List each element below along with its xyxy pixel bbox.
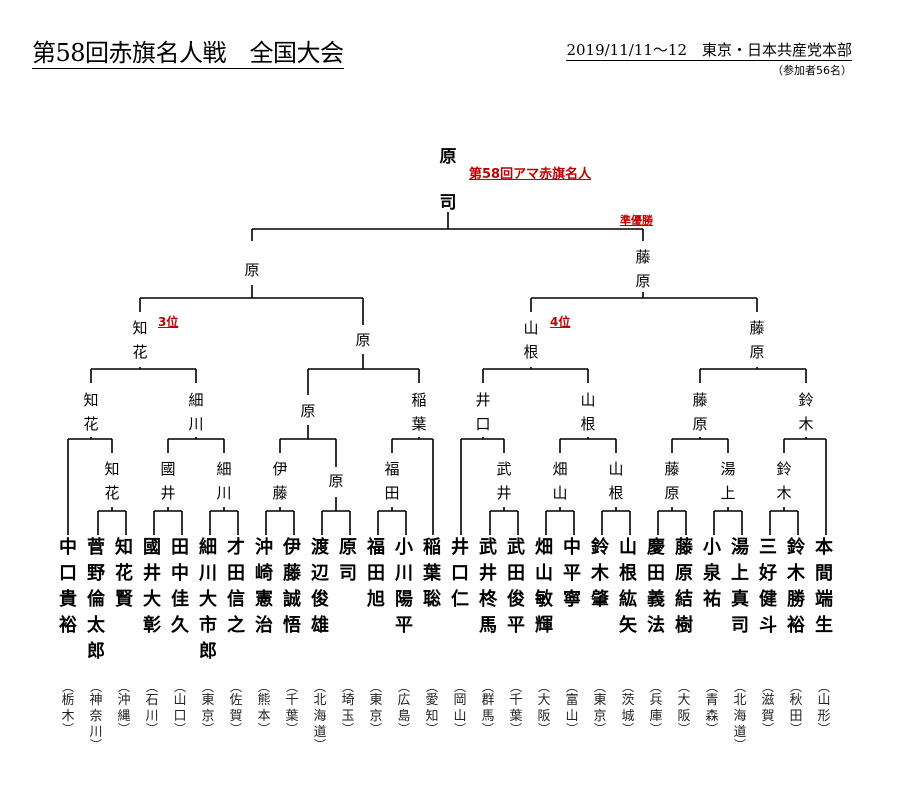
player-name: 稲葉聡 <box>423 537 441 610</box>
player-prefecture: 茨城 <box>615 683 641 735</box>
player-name: 伊藤誠悟 <box>283 537 301 636</box>
player-prefecture: 大阪 <box>671 683 697 735</box>
winner-round-of-32: 國井 <box>160 460 176 502</box>
date-venue: 2019/11/11～12 東京・日本共産党本部 <box>566 41 852 61</box>
winner-quarterfinal: 藤原 <box>749 319 765 361</box>
player-prefecture: 青森 <box>699 683 725 735</box>
player-name: 沖崎憲治 <box>255 537 273 636</box>
winner-quarterfinal: 山根 <box>523 319 539 361</box>
player-prefecture: 東京 <box>363 683 389 735</box>
winner-semifinal: 藤原 <box>635 248 651 290</box>
player-prefecture: 山形 <box>811 683 837 735</box>
player-name: 田中佳久 <box>171 537 189 636</box>
player-prefecture: 千葉 <box>503 683 529 735</box>
player-name: 小泉祐 <box>703 537 721 610</box>
player-prefecture: 秋田 <box>783 683 809 735</box>
player-name: 慶田義法 <box>647 537 665 636</box>
player-prefecture: 兵庫 <box>643 683 669 735</box>
winner-round-of-16: 山根 <box>580 391 596 433</box>
participant-count: （参加者56名） <box>772 64 852 77</box>
player-name: 本間端生 <box>815 537 833 636</box>
player-name: 原司 <box>339 537 357 584</box>
player-name: 渡辺俊雄 <box>311 537 329 636</box>
player-name: 武田俊平 <box>507 537 525 636</box>
winner-round-of-32: 武井 <box>496 460 512 502</box>
player-prefecture: 東京 <box>195 683 221 735</box>
player-name: 畑山敏輝 <box>535 537 553 636</box>
winner-quarterfinal: 原 <box>355 331 371 349</box>
winner-round-of-32: 原 <box>328 472 344 490</box>
player-prefecture: 千葉 <box>279 683 305 735</box>
winner-quarterfinal: 知花 <box>132 319 148 361</box>
player-prefecture: 大阪 <box>531 683 557 735</box>
champion-name: 原司 <box>439 147 457 213</box>
player-name: 國井大彰 <box>143 537 161 636</box>
third-place-label: 3位 <box>158 315 179 329</box>
player-name: 福田旭 <box>367 537 385 610</box>
player-prefecture: 熊本 <box>251 683 277 735</box>
winner-round-of-16: 原 <box>300 402 316 420</box>
player-name: 小川陽平 <box>395 537 413 636</box>
winner-round-of-32: 山根 <box>608 460 624 502</box>
event-info: 2019/11/11～12 東京・日本共産党本部 （参加者56名） <box>490 40 852 78</box>
winner-round-of-16: 鈴木 <box>798 391 814 433</box>
player-prefecture: 佐賀 <box>223 683 249 735</box>
runner-up-label: 準優勝 <box>620 214 653 227</box>
player-prefecture: 山口 <box>167 683 193 735</box>
player-prefecture: 滋賀 <box>755 683 781 735</box>
player-prefecture: 群馬 <box>475 683 501 735</box>
player-name: 中平寧 <box>563 537 581 610</box>
player-name: 山根紘矢 <box>619 537 637 636</box>
player-name: 湯上真司 <box>731 537 749 636</box>
player-name: 武井柊馬 <box>479 537 497 636</box>
winner-round-of-32: 藤原 <box>664 460 680 502</box>
player-name: 知花賢 <box>115 537 133 610</box>
winner-round-of-16: 稲葉 <box>411 391 427 433</box>
winner-round-of-32: 湯上 <box>720 460 736 502</box>
player-name: 三好健斗 <box>759 537 777 636</box>
player-prefecture: 石川 <box>139 683 165 735</box>
winner-semifinal: 原 <box>244 261 260 279</box>
player-name: 井口仁 <box>451 537 469 610</box>
player-prefecture: 沖縄 <box>111 683 137 735</box>
winner-round-of-32: 福田 <box>384 460 400 502</box>
player-prefecture: 北海道 <box>727 683 753 751</box>
winner-round-of-16: 藤原 <box>692 391 708 433</box>
page-title: 第58回赤旗名人戦 全国大会 <box>32 39 344 69</box>
winner-round-of-16: 細川 <box>188 391 204 433</box>
player-name: 鈴木肇 <box>591 537 609 610</box>
champion-title-label: 第58回アマ赤旗名人 <box>469 167 592 182</box>
winner-round-of-16: 知花 <box>83 391 99 433</box>
player-prefecture: 東京 <box>587 683 613 735</box>
winner-round-of-32: 伊藤 <box>272 460 288 502</box>
player-name: 藤原結樹 <box>675 537 693 636</box>
winner-round-of-32: 畑山 <box>552 460 568 502</box>
player-name: 菅野倫太郎 <box>87 537 105 662</box>
winner-round-of-32: 細川 <box>216 460 232 502</box>
player-prefecture: 神奈川 <box>83 683 109 751</box>
player-prefecture: 愛知 <box>419 683 445 735</box>
player-name: 才田信之 <box>227 537 245 636</box>
player-prefecture: 富山 <box>559 683 585 735</box>
player-prefecture: 埼玉 <box>335 683 361 735</box>
fourth-place-label: 4位 <box>550 315 571 329</box>
player-prefecture: 岡山 <box>447 683 473 735</box>
winner-round-of-32: 知花 <box>104 460 120 502</box>
player-prefecture: 北海道 <box>307 683 333 751</box>
winner-round-of-16: 井口 <box>475 391 491 433</box>
player-prefecture: 栃木 <box>55 683 81 735</box>
player-prefecture: 広島 <box>391 683 417 735</box>
player-name: 中口貴裕 <box>59 537 77 636</box>
winner-round-of-32: 鈴木 <box>776 460 792 502</box>
player-name: 細川大市郎 <box>199 537 217 662</box>
player-name: 鈴木勝裕 <box>787 537 805 636</box>
